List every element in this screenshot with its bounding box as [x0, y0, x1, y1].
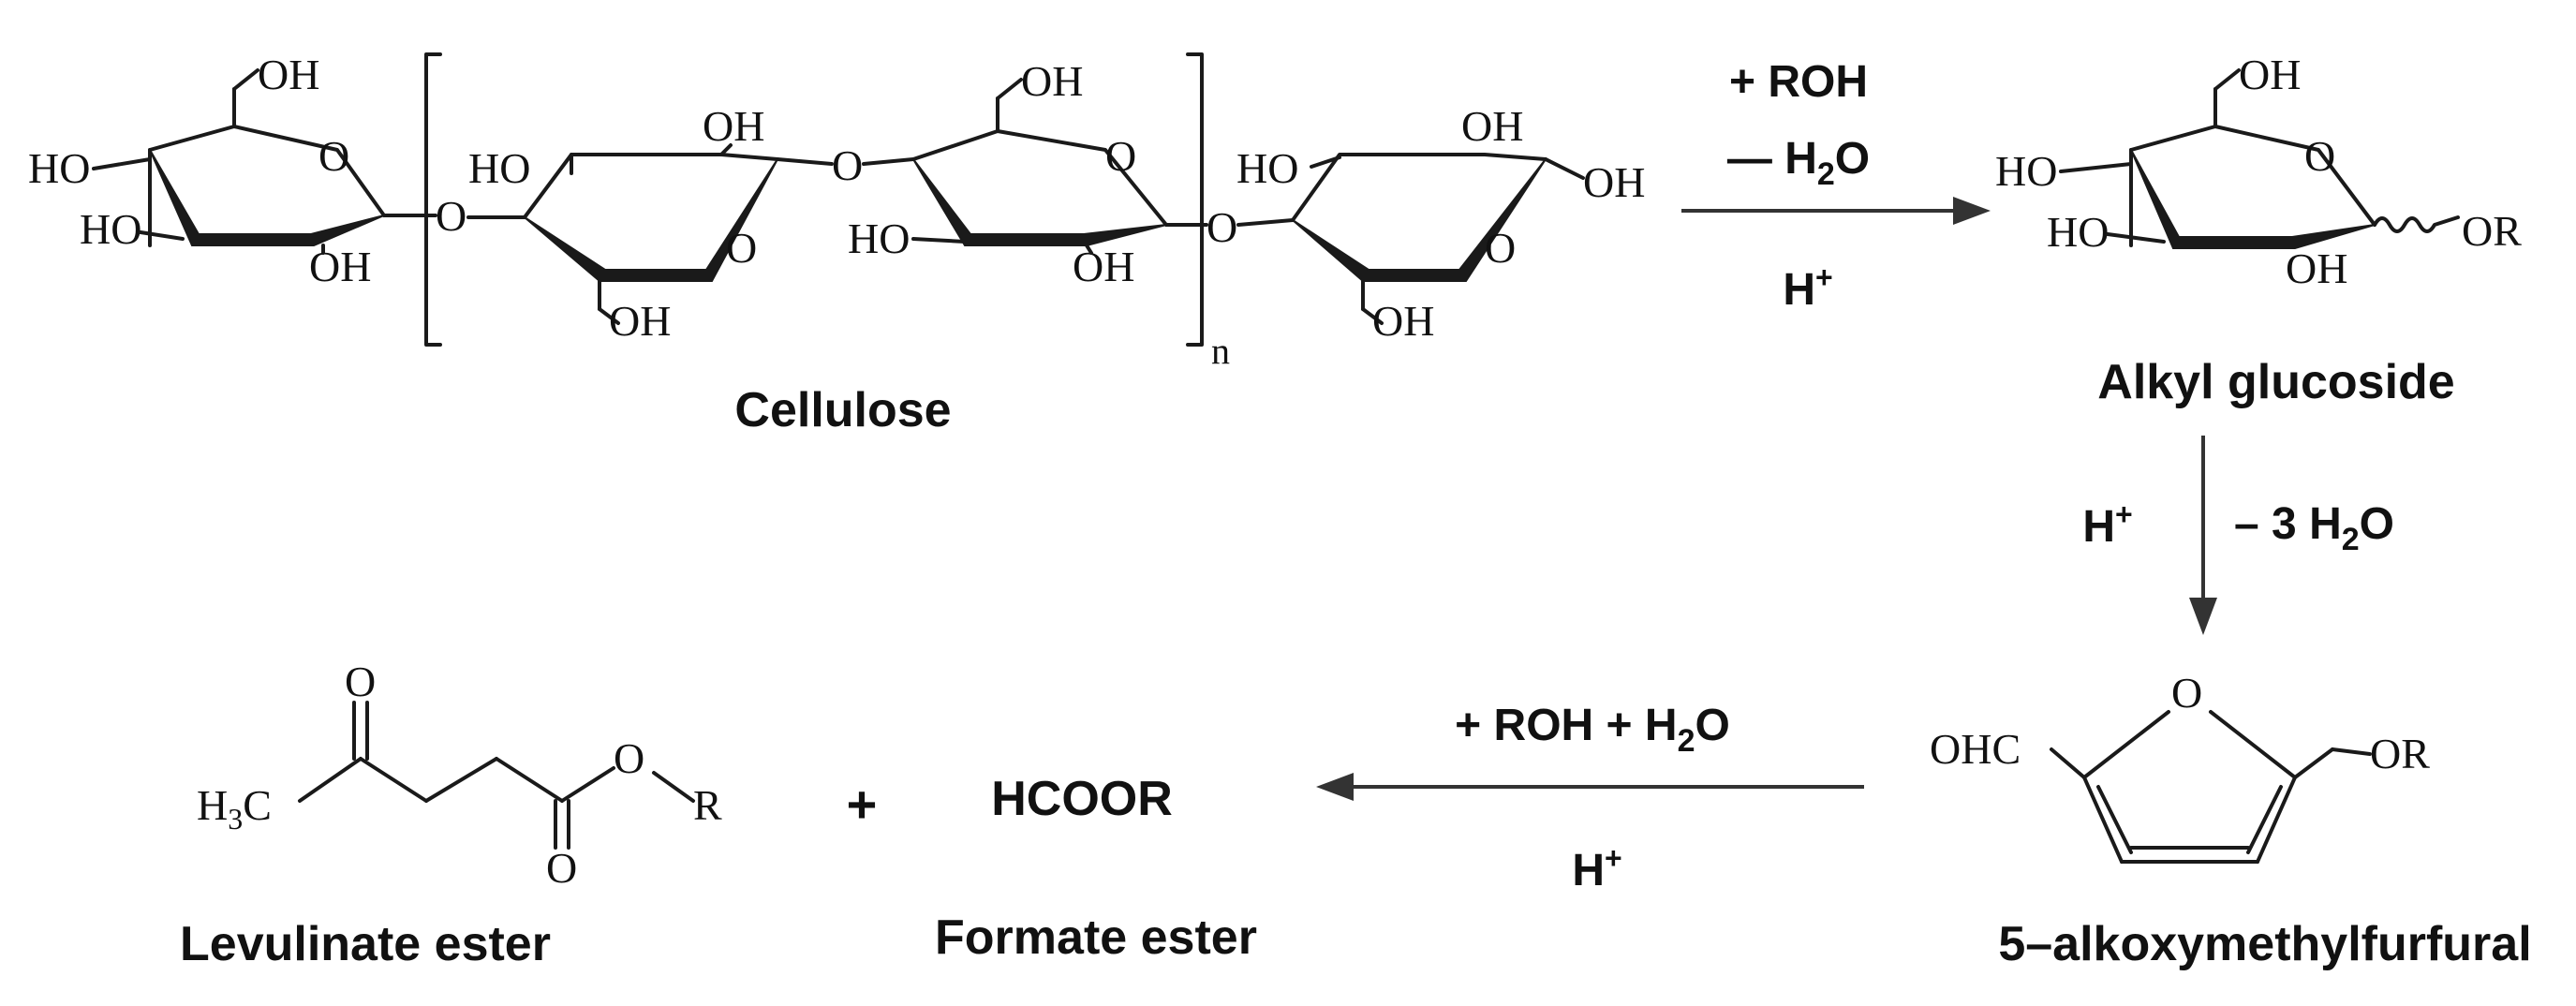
repeat-bracket-left [424, 52, 442, 347]
ester-oxygen-label: O [614, 734, 644, 782]
or-label: OR [2462, 207, 2522, 255]
ho-label: HO [848, 215, 910, 262]
ring-oxygen-label: O [2304, 132, 2335, 180]
ho-label: HO [28, 144, 90, 192]
ketone-oxygen-label: O [345, 658, 376, 705]
alkoxymethylfurfural-label: 5–alkoxymethylfurfural [1998, 917, 2531, 971]
oh-label: OH [703, 102, 764, 150]
ring-oxygen-label: O [726, 224, 757, 272]
glycosidic-oxygen-label: O [832, 141, 863, 189]
ring-oxygen-label: O [318, 132, 349, 180]
oh-label: OH [1583, 158, 1645, 206]
glycosidic-oxygen-label: O [1207, 203, 1237, 251]
acid-catalyst: H+ [1783, 260, 1832, 315]
ring-oxygen-label: O [1105, 132, 1136, 180]
levulinate-ester-structure: H3C O O O R Levulinate ester [180, 658, 722, 971]
ring-oxygen-label: O [1485, 224, 1516, 272]
arrow-step-2: H+ – 3 H2O [2082, 436, 2394, 635]
oh-label: OH [1461, 102, 1523, 150]
acid-catalyst: H+ [1572, 841, 1621, 895]
glucose-ring-2: HO OH O OH O [466, 102, 863, 345]
formate-formula: HCOOR [991, 772, 1173, 826]
cellulose-structure: OH O HO HO OH O n HO OH O OH [28, 51, 1645, 437]
oh-label: OH [2239, 51, 2301, 98]
oh-label: OH [1073, 243, 1134, 290]
loss-three-water: – 3 H2O [2234, 499, 2394, 557]
oh-label: OH [1372, 297, 1434, 345]
levulinate-ester-label: Levulinate ester [180, 917, 551, 971]
repeat-n-label: n [1211, 330, 1230, 372]
oh-label: OH [2286, 244, 2347, 292]
alkyl-glucoside-structure: OH O HO HO OH OR Alkyl glucoside [1995, 51, 2522, 409]
plus-sign: + [847, 775, 878, 834]
loss-water: — H2O [1727, 134, 1870, 192]
oh-label: OH [258, 51, 319, 98]
glucose-ring-4: HO OH O OH OH [1236, 102, 1645, 345]
cellulose-label: Cellulose [734, 383, 951, 437]
alkyl-glucoside-label: Alkyl glucoside [2097, 355, 2454, 409]
ho-label: HO [80, 205, 141, 253]
ho-label: HO [2047, 208, 2109, 256]
ho-label: HO [1236, 144, 1298, 192]
glycosidic-oxygen-label: O [436, 192, 466, 240]
reagents-roh-water: + ROH + H2O [1455, 701, 1730, 759]
arrow-step-1: + ROH — H2O H+ [1681, 57, 1991, 315]
oh-label: OH [1021, 57, 1083, 105]
alkoxymethylfurfural-structure: O OHC OR 5–alkoxymethylfurfural [1930, 669, 2532, 971]
ho-label: HO [1995, 147, 2057, 195]
acid-catalyst: H+ [2082, 497, 2132, 552]
ho-label: HO [468, 144, 530, 192]
wavy-bond [2373, 215, 2460, 233]
oh-label: OH [309, 243, 371, 290]
or-label: OR [2370, 730, 2430, 777]
ohc-label: OHC [1930, 725, 2021, 773]
glucose-ring-1: OH O HO HO OH O [28, 51, 466, 290]
glucose-ring-3: OH O HO OH O [848, 57, 1237, 290]
ring-oxygen-label: O [2171, 669, 2202, 717]
arrow-step-3: + ROH + H2O H+ [1316, 701, 1864, 895]
r-group-label: R [693, 781, 722, 829]
carbonyl-oxygen-label: O [546, 844, 577, 892]
oh-label: OH [609, 297, 671, 345]
methyl-label: H3C [197, 781, 272, 836]
repeat-bracket-right [1186, 52, 1204, 347]
formate-ester-label: Formate ester [935, 910, 1257, 965]
reagent-roh: + ROH [1729, 57, 1868, 107]
